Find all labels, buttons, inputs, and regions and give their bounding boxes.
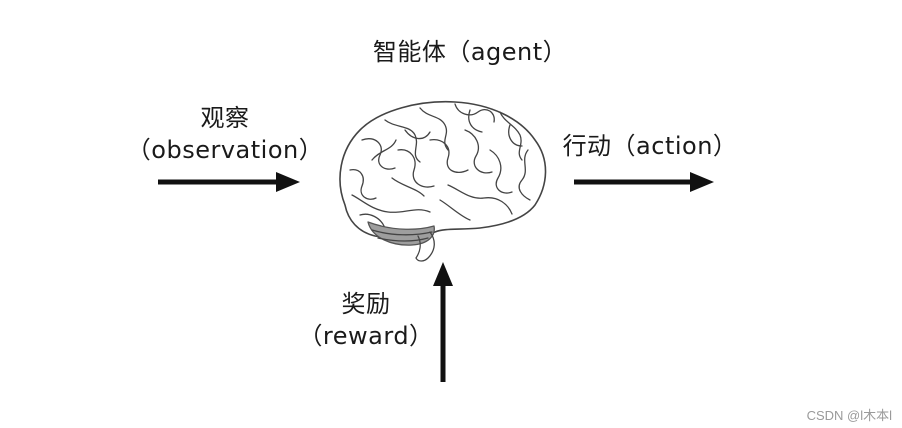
observation-label-line1: 观察: [200, 104, 250, 132]
observation-label: 观察 （observation）: [95, 102, 355, 166]
agent-label-line1: 智能体（agent）: [372, 38, 568, 66]
observation-arrow: [158, 172, 300, 192]
reward-label-line1: 奖励: [341, 290, 391, 318]
observation-label-line2: （observation）: [126, 136, 324, 164]
action-label: 行动（action）: [540, 130, 760, 162]
agent-label: 智能体（agent）: [320, 36, 620, 68]
reward-label-line2: （reward）: [298, 322, 434, 350]
watermark-text: CSDN @l木本l: [806, 408, 892, 423]
action-arrow: [574, 172, 714, 192]
reward-label: 奖励 （reward）: [286, 288, 446, 352]
action-label-line1: 行动（action）: [562, 132, 738, 160]
reward-arrow: [433, 262, 453, 382]
brain-icon: [339, 100, 547, 262]
